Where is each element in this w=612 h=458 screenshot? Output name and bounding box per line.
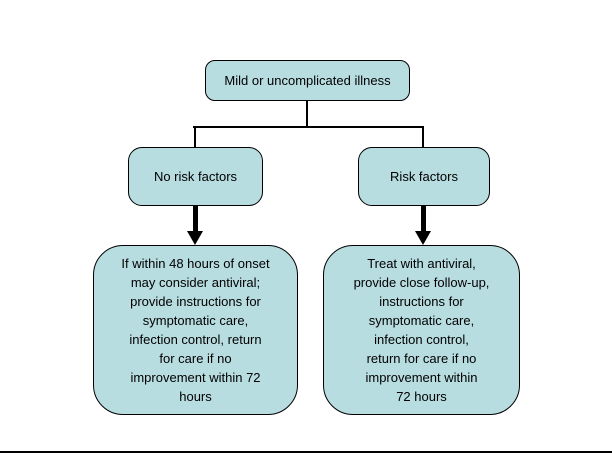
connector-right-stem <box>422 127 424 147</box>
connector-root-stem <box>306 100 308 127</box>
arrow-left-head-icon <box>187 231 203 245</box>
connector-branch-horizontal <box>193 126 424 128</box>
arrow-right-shaft <box>421 206 426 232</box>
node-no-risk-factors: No risk factors <box>128 147 263 206</box>
node-no-risk-outcome: If within 48 hours of onset may consider… <box>93 245 298 415</box>
connector-left-stem <box>194 127 196 147</box>
arrow-right-head-icon <box>415 231 431 245</box>
node-risk-outcome: Treat with antiviral, provide close foll… <box>323 245 520 415</box>
node-mild-uncomplicated-illness: Mild or uncomplicated illness <box>205 60 410 101</box>
node-risk-factors: Risk factors <box>358 147 490 206</box>
arrow-left-shaft <box>193 206 198 232</box>
bottom-divider <box>0 451 612 453</box>
